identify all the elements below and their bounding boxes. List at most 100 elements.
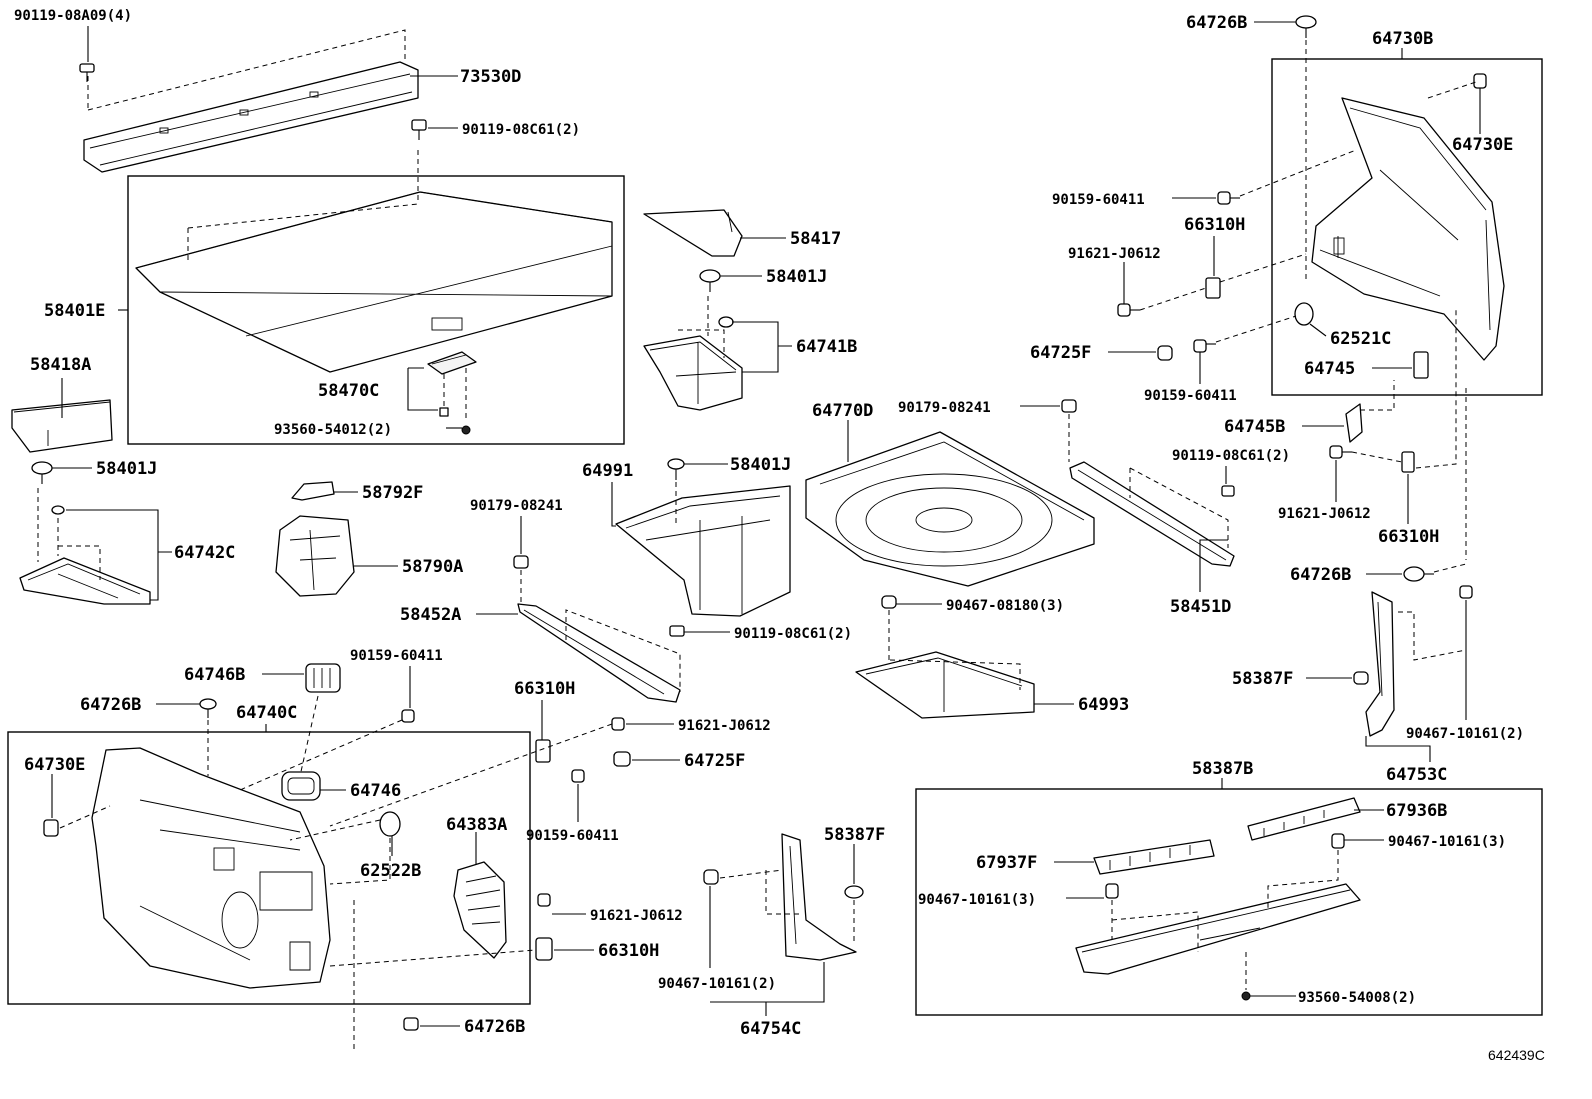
label-64383A: 64383A [446,815,507,835]
part-seal-64746 [281,771,321,801]
label-64730E-b: 64730E [24,755,85,775]
clip-icon-64726B-top [1295,15,1317,38]
clip-icon-58401J-middle [667,458,685,480]
right-quarter-trim-group-box [1271,58,1543,396]
dash-64726B-right [1433,563,1467,573]
part-grommet-62522B [379,811,401,837]
label-64726B-c: 64726B [80,695,141,715]
dash-64746B [299,695,319,777]
clip-icon-64726B-right [1403,566,1434,582]
label-90467-10161-d: 90467-10161(3) [918,892,1036,908]
clip-icon-90467-10161-scuff-left [1105,883,1119,899]
label-64730E-a: 64730E [1452,135,1513,155]
dash-64753C [1398,600,1467,661]
label-64726B-d: 64726B [464,1017,525,1037]
label-90119-08C61-c: 90119-08C61(2) [1172,448,1290,464]
part-lid-58417 [643,209,743,257]
label-66310H-b: 66310H [1378,527,1439,547]
clip-icon-64725F-right [1157,345,1173,361]
clip-icon-64726B-left [199,698,217,718]
dash-58451D [1129,467,1229,548]
leader-64742C [66,509,172,601]
part-grille-64746B [305,663,341,693]
label-58451D: 58451D [1170,597,1231,617]
part-cover-67937F [1093,839,1215,875]
label-64740C: 64740C [236,703,297,723]
label-91621-J0612-c: 91621-J0612 [678,718,771,734]
part-bracket-64745B [1345,403,1363,443]
label-66310H-d: 66310H [598,941,659,961]
dash-90159-lower [1215,315,1297,343]
bolt-icon-90179-08241-left [513,555,529,569]
label-90179-08241-b: 90179-08241 [898,400,991,416]
clip-icon-58401J-left [31,461,53,484]
label-90467-08180: 90467-08180(3) [946,598,1064,614]
label-58418A: 58418A [30,355,91,375]
part-quarter-trim-left-64740C [91,747,331,989]
clip-icon-90467-10161-scuff-right [1331,833,1345,849]
part-box-64741B [643,316,743,411]
dash-58452A [565,609,681,692]
label-91621-J0612-d: 91621-J0612 [590,908,683,924]
part-pillar-trim-64753C [1365,591,1395,737]
label-58401E: 58401E [44,301,105,321]
bolt-icon-91621-J0612-left [611,717,625,731]
label-64991: 64991 [582,461,633,481]
leader-64741B [732,321,792,373]
dash-66310H-lower [1415,310,1467,560]
dash-64741B [678,296,725,358]
part-tonneau-cover-58401E [135,191,613,373]
label-58387B: 58387B [1192,759,1253,779]
label-91621-J0612-b: 91621-J0612 [1278,506,1371,522]
dash-left-bottom [329,900,537,1050]
leader-64991 [611,482,616,527]
label-58470C: 58470C [318,381,379,401]
dash-64742C [37,488,101,580]
bolt-icon-90159-60411-left [401,709,415,723]
back-door-scuff-group-box [915,788,1543,1016]
leader-62521C [1309,323,1327,337]
label-62522B: 62522B [360,861,421,881]
label-64730B: 64730B [1372,29,1433,49]
dash-58387B [1111,850,1339,952]
part-side-board-58418A [11,399,113,453]
clip-icon-64730E-right [1473,73,1487,89]
part-tray-64993 [855,651,1035,719]
clip-icon-58387F-right [1353,671,1369,685]
label-64770D: 64770D [812,401,873,421]
clip-icon-90467-10161-pillar [1459,585,1473,599]
part-grommet-62521C [1294,302,1314,326]
label-58417: 58417 [790,229,841,249]
bolt-icon-91621-J0612-lower [1329,445,1352,459]
label-90119-08C61-a: 90119-08C61(2) [462,122,580,138]
part-clip-66310H-upper [1205,277,1221,299]
label-90159-60411-d: 90159-60411 [526,828,619,844]
dash-73530D [87,29,406,111]
label-66310H-a: 66310H [1184,215,1245,235]
label-64754C: 64754C [740,1019,801,1039]
label-93560-54012: 93560-54012(2) [274,422,392,438]
bolt-icon-90159-60411-upper [1217,191,1240,205]
bolt-icon-90119-08A09 [79,63,95,82]
clip-icon-58387F-left [844,885,864,899]
part-trim-strip-58451D [1069,461,1235,567]
label-64746B: 64746B [184,665,245,685]
dash-91621-left [329,723,613,827]
leader-58451D [1199,539,1228,592]
label-67937F: 67937F [976,853,1037,873]
label-64993: 64993 [1078,695,1129,715]
dash-64993-b [889,659,1021,690]
dash-90159-left [239,719,403,791]
bolt-icon-90179-08241-right [1061,399,1077,413]
label-90159-60411-b: 90159-60411 [1144,388,1237,404]
bolt-icon-64726B-bottom [403,1017,419,1031]
leader-58470C [407,367,438,411]
part-clip-66310H-lower [1401,451,1415,473]
label-58401J-a: 58401J [96,459,157,479]
part-roof-rail-trim-73530D [83,61,419,173]
label-91621-J0612-a: 91621-J0612 [1068,246,1161,262]
label-93560-54008: 93560-54008(2) [1298,990,1416,1006]
dash-64730E-left [59,805,111,829]
label-64753C: 64753C [1386,765,1447,785]
part-trim-strip-58452A [517,603,681,703]
